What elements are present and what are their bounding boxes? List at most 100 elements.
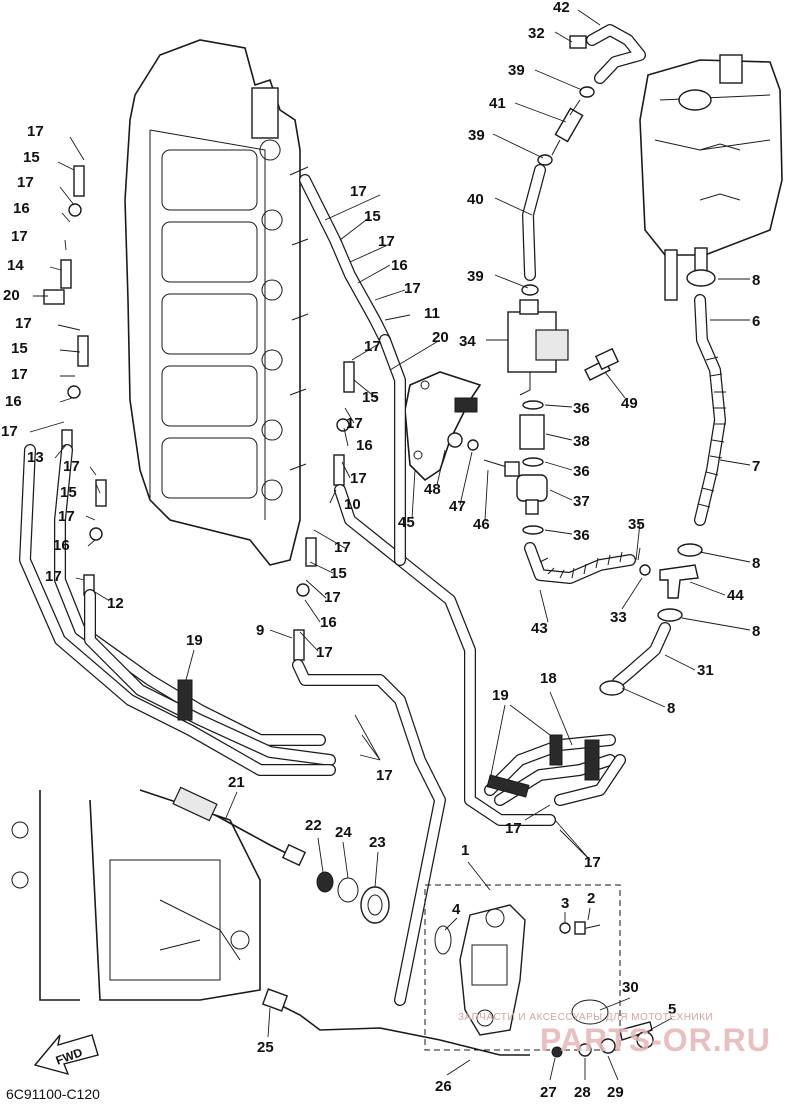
part-label-27: 27 xyxy=(540,1084,557,1101)
clip-36-a xyxy=(522,400,544,410)
hose-6-7 xyxy=(694,294,726,526)
hose-31 xyxy=(612,622,671,688)
part-label-37: 37 xyxy=(573,493,590,510)
gasket-30 xyxy=(571,999,609,1025)
part-label-16: 16 xyxy=(356,437,373,454)
holder-19-right xyxy=(486,774,530,798)
part-label-21: 21 xyxy=(228,774,245,791)
part-label-18: 18 xyxy=(540,670,557,687)
part-label-41: 41 xyxy=(489,95,506,112)
clip-36-b xyxy=(522,457,544,467)
part-label-17: 17 xyxy=(15,315,32,332)
part-label-15: 15 xyxy=(11,340,28,357)
part-label-15: 15 xyxy=(364,208,381,225)
part-label-39: 39 xyxy=(468,127,485,144)
holder-18 xyxy=(584,739,600,781)
part-label-43: 43 xyxy=(531,620,548,637)
part-label-36: 36 xyxy=(573,463,590,480)
hoses-left-top xyxy=(19,165,336,776)
part-label-19: 19 xyxy=(492,687,509,704)
part-label-45: 45 xyxy=(398,514,415,531)
part-label-38: 38 xyxy=(573,433,590,450)
diagram-code: 6C91100-C120 xyxy=(6,1086,100,1102)
part-label-31: 31 xyxy=(697,662,714,679)
bushing-23 xyxy=(360,886,390,924)
holder-19-left xyxy=(177,679,193,721)
leader-lines xyxy=(29,9,751,1081)
part-label-14: 14 xyxy=(7,257,24,274)
part-label-6: 6 xyxy=(752,313,760,330)
part-label-17: 17 xyxy=(350,183,367,200)
part-label-10: 10 xyxy=(344,496,361,513)
shaft-21 xyxy=(172,786,307,867)
fuel-filter-37 xyxy=(516,474,548,515)
part-label-23: 23 xyxy=(369,834,386,851)
part-label-17: 17 xyxy=(378,233,395,250)
hose-38 xyxy=(519,414,545,450)
bolt-5 xyxy=(619,1021,654,1049)
part-label-30: 30 xyxy=(622,979,639,996)
part-label-17: 17 xyxy=(316,644,333,661)
part-label-17: 17 xyxy=(1,423,18,440)
hose-42 xyxy=(586,24,646,84)
part-label-5: 5 xyxy=(668,1001,676,1018)
part-label-34: 34 xyxy=(459,333,476,350)
part-label-17: 17 xyxy=(45,568,62,585)
part-label-15: 15 xyxy=(362,389,379,406)
part-label-12: 12 xyxy=(107,595,124,612)
part-label-46: 46 xyxy=(473,516,490,533)
cylinder-block-outline xyxy=(124,39,309,566)
part-label-19: 19 xyxy=(186,632,203,649)
seal-22 xyxy=(316,871,334,893)
clamp-8-d xyxy=(599,680,625,696)
part-label-3: 3 xyxy=(561,895,569,912)
part-label-36: 36 xyxy=(573,400,590,417)
washer-28 xyxy=(578,1043,592,1057)
oring-4 xyxy=(434,925,452,955)
bolt-46 xyxy=(483,459,520,477)
holder-19-b xyxy=(549,734,563,766)
fuel-joint-41 xyxy=(551,99,584,156)
part-label-39: 39 xyxy=(467,268,484,285)
watermark-logo: PARTS-OR.RU xyxy=(540,1022,771,1058)
clamp-8-a xyxy=(686,269,716,287)
washer-3 xyxy=(559,922,571,934)
grommet-48 xyxy=(447,432,463,448)
part-label-39: 39 xyxy=(508,62,525,79)
part-label-7: 7 xyxy=(752,458,760,475)
part-label-17: 17 xyxy=(58,508,75,525)
part-label-16: 16 xyxy=(391,257,408,274)
part-label-17: 17 xyxy=(27,123,44,140)
solenoid-valve-34 xyxy=(507,299,569,396)
part-label-4: 4 xyxy=(452,901,461,918)
part-label-16: 16 xyxy=(13,200,30,217)
clip-36-c xyxy=(522,525,544,535)
clip-39-top xyxy=(579,86,595,98)
bracket-45 xyxy=(404,371,482,482)
part-label-8: 8 xyxy=(667,700,675,717)
part-label-49: 49 xyxy=(621,395,638,412)
part-label-33: 33 xyxy=(610,609,627,626)
part-label-32: 32 xyxy=(528,25,545,42)
part-label-22: 22 xyxy=(305,817,322,834)
part-label-13: 13 xyxy=(27,449,44,466)
washer-47 xyxy=(467,439,479,451)
nut-27 xyxy=(551,1046,563,1058)
screw-2 xyxy=(574,921,601,935)
part-label-36: 36 xyxy=(573,527,590,544)
part-label-16: 16 xyxy=(320,614,337,631)
part-label-17: 17 xyxy=(334,539,351,556)
part-label-15: 15 xyxy=(60,484,77,501)
part-labels: 42 32 39 41 39 40 39 34 20 49 36 38 36 3… xyxy=(1,0,760,1101)
part-label-17: 17 xyxy=(11,228,28,245)
part-label-8: 8 xyxy=(752,623,760,640)
part-label-2: 2 xyxy=(587,890,595,907)
part-label-42: 42 xyxy=(553,0,570,16)
lower-casing xyxy=(11,789,261,1001)
part-label-17: 17 xyxy=(63,458,80,475)
part-label-11: 11 xyxy=(424,305,440,322)
clip-32 xyxy=(569,35,587,49)
part-label-20: 20 xyxy=(3,287,20,304)
fuel-filter-tank xyxy=(639,54,783,301)
part-label-48: 48 xyxy=(424,481,441,498)
